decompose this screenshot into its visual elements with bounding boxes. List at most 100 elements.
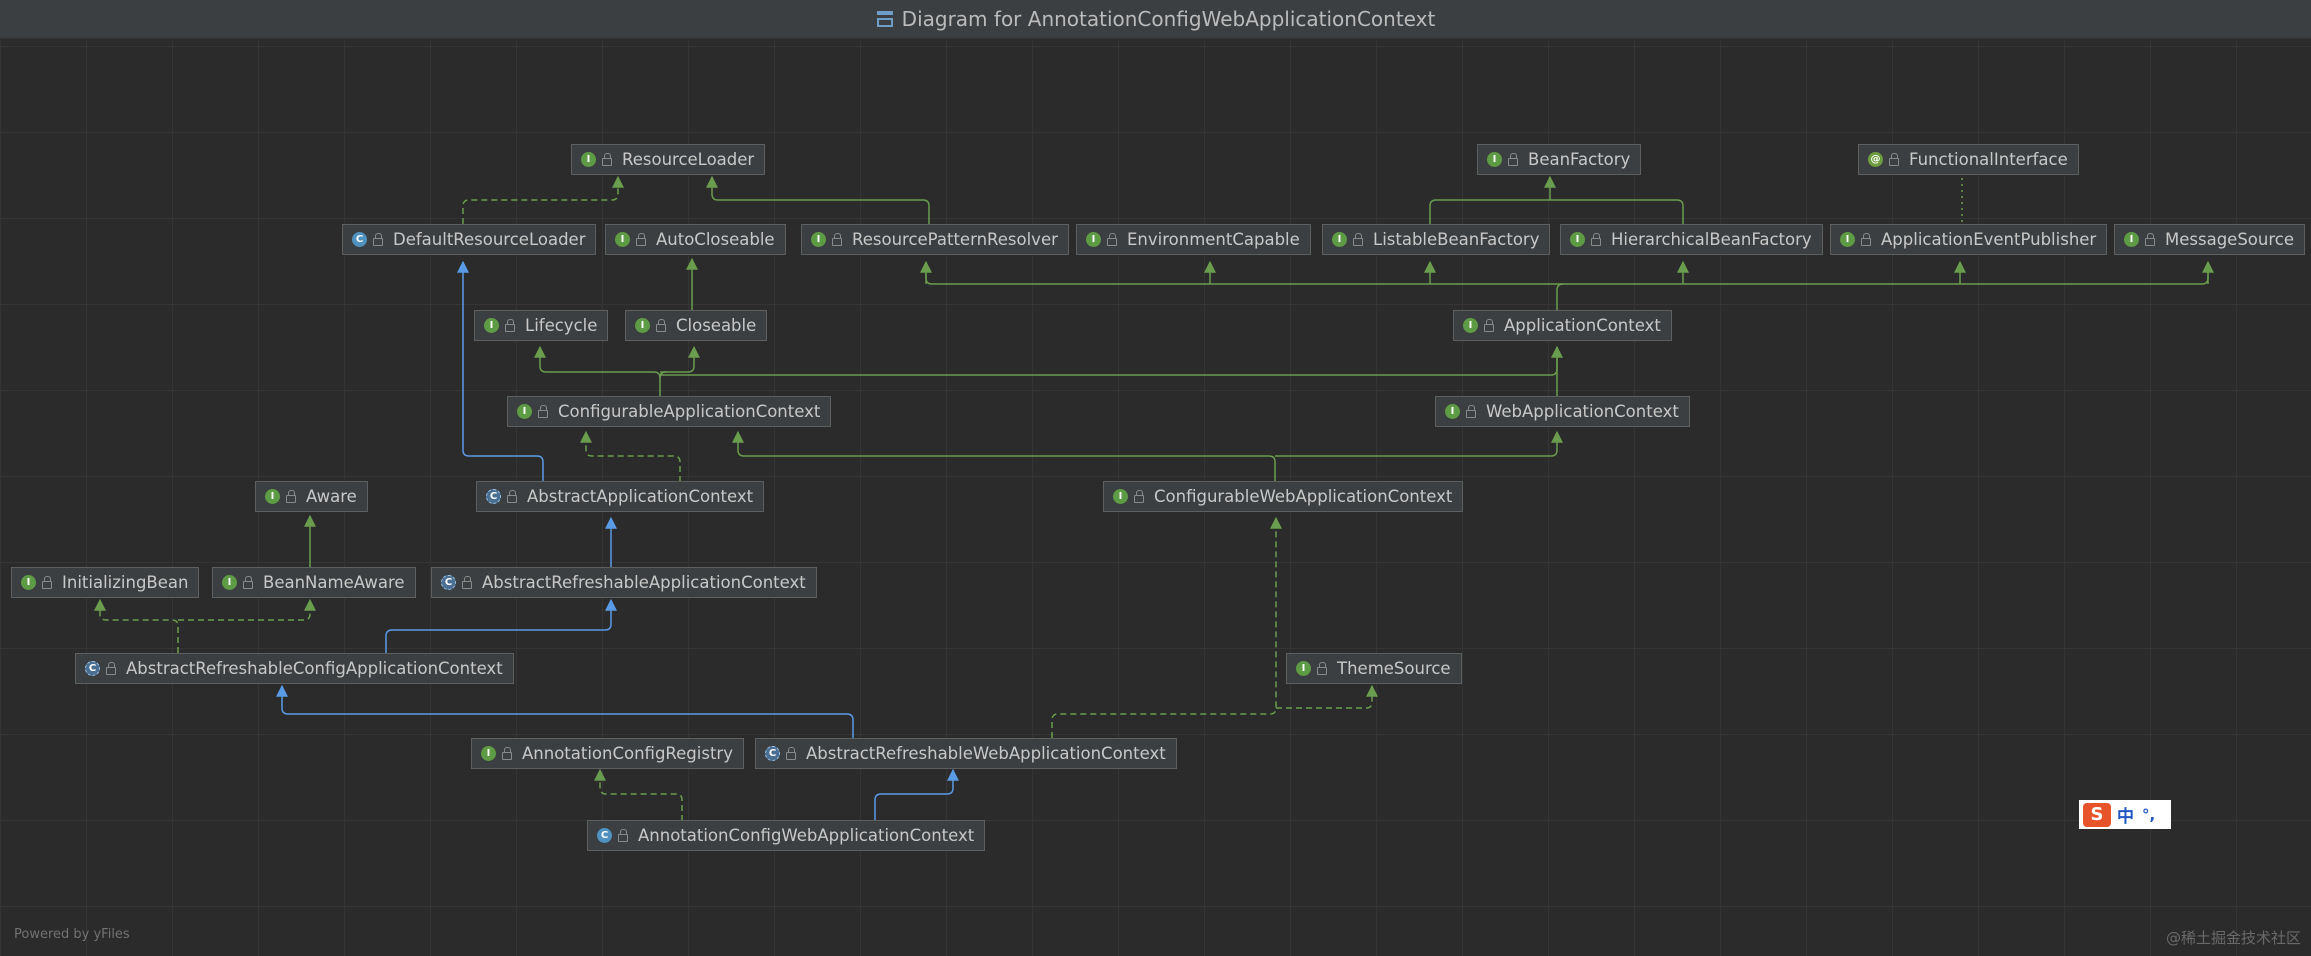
abstract-class-icon: C <box>486 489 501 504</box>
interface-icon: I <box>517 404 532 419</box>
lock-icon <box>462 575 472 589</box>
abstract-class-icon: C <box>765 746 780 761</box>
lock-icon <box>373 232 383 246</box>
node-auto-closeable[interactable]: I AutoCloseable <box>605 224 786 255</box>
node-bean-name-aware[interactable]: I BeanNameAware <box>212 567 416 598</box>
node-label: DefaultResourceLoader <box>393 230 586 249</box>
interface-icon: I <box>484 318 499 333</box>
watermark: @稀土掘金技术社区 <box>2165 929 2301 947</box>
node-label: Lifecycle <box>525 316 598 335</box>
node-bean-factory[interactable]: I BeanFactory <box>1477 144 1642 175</box>
lock-icon <box>1861 232 1871 246</box>
interface-icon: I <box>265 489 280 504</box>
node-environment-capable[interactable]: I EnvironmentCapable <box>1076 224 1311 255</box>
node-label: AbstractRefreshableWebApplicationContext <box>806 744 1166 763</box>
interface-icon: I <box>1445 404 1460 419</box>
lock-icon <box>1508 152 1518 166</box>
node-label: BeanFactory <box>1528 150 1631 169</box>
node-label: EnvironmentCapable <box>1127 230 1300 249</box>
node-configurable-application-context[interactable]: I ConfigurableApplicationContext <box>507 396 832 427</box>
lock-icon <box>1591 232 1601 246</box>
class-icon: C <box>597 828 612 843</box>
node-hierarchical-bean-factory[interactable]: I HierarchicalBeanFactory <box>1560 224 1823 255</box>
node-abstract-refreshable-config-application-context[interactable]: C AbstractRefreshableConfigApplicationCo… <box>75 653 514 684</box>
interface-icon: I <box>1487 152 1502 167</box>
node-listable-bean-factory[interactable]: I ListableBeanFactory <box>1322 224 1551 255</box>
interface-icon: I <box>615 232 630 247</box>
lock-icon <box>538 404 548 418</box>
interface-icon: I <box>581 152 596 167</box>
diagram-title: Diagram for AnnotationConfigWebApplicati… <box>901 7 1436 31</box>
node-application-context[interactable]: I ApplicationContext <box>1453 310 1672 341</box>
lock-icon <box>618 828 628 842</box>
node-abstract-application-context[interactable]: C AbstractApplicationContext <box>476 481 765 512</box>
node-resource-loader[interactable]: I ResourceLoader <box>571 144 766 175</box>
lock-icon <box>656 318 666 332</box>
lock-icon <box>502 746 512 760</box>
node-abstract-refreshable-application-context[interactable]: C AbstractRefreshableApplicationContext <box>431 567 817 598</box>
lock-icon <box>1107 232 1117 246</box>
node-default-resource-loader[interactable]: C DefaultResourceLoader <box>342 224 597 255</box>
node-message-source[interactable]: I MessageSource <box>2114 224 2305 255</box>
class-icon: C <box>352 232 367 247</box>
node-label: AutoCloseable <box>656 230 775 249</box>
lock-icon <box>243 575 253 589</box>
lock-icon <box>286 489 296 503</box>
node-closeable[interactable]: I Closeable <box>625 310 768 341</box>
lock-icon <box>106 661 116 675</box>
lock-icon <box>1889 152 1899 166</box>
ime-punctuation-toggle[interactable]: °, <box>2142 805 2156 824</box>
interface-icon: I <box>1463 318 1478 333</box>
node-label: AnnotationConfigRegistry <box>522 744 733 763</box>
node-functional-interface[interactable]: @ FunctionalInterface <box>1858 144 2079 175</box>
annotation-icon: @ <box>1868 152 1883 167</box>
node-label: HierarchicalBeanFactory <box>1611 230 1812 249</box>
node-label: Aware <box>306 487 357 506</box>
interface-icon: I <box>1570 232 1585 247</box>
lock-icon <box>636 232 646 246</box>
node-label: ResourcePatternResolver <box>852 230 1058 249</box>
node-label: AnnotationConfigWebApplicationContext <box>638 826 975 845</box>
node-application-event-publisher[interactable]: I ApplicationEventPublisher <box>1830 224 2108 255</box>
diagram-icon <box>876 10 894 28</box>
lock-icon <box>507 489 517 503</box>
ime-mode-toggle[interactable]: 中 <box>2117 807 2134 827</box>
diagram-title-bar: Diagram for AnnotationConfigWebApplicati… <box>0 0 2311 39</box>
lock-icon <box>602 152 612 166</box>
node-web-application-context[interactable]: I WebApplicationContext <box>1435 396 1690 427</box>
node-lifecycle[interactable]: I Lifecycle <box>474 310 609 341</box>
node-label: AbstractRefreshableConfigApplicationCont… <box>126 659 503 678</box>
interface-icon: I <box>1332 232 1347 247</box>
node-resource-pattern-resolver[interactable]: I ResourcePatternResolver <box>801 224 1069 255</box>
interface-icon: I <box>1296 661 1311 676</box>
interface-icon: I <box>1086 232 1101 247</box>
node-label: MessageSource <box>2165 230 2294 249</box>
lock-icon <box>1317 661 1327 675</box>
lock-icon <box>1353 232 1363 246</box>
interface-icon: I <box>21 575 36 590</box>
node-label: ResourceLoader <box>622 150 755 169</box>
abstract-class-icon: C <box>441 575 456 590</box>
node-label: AbstractRefreshableApplicationContext <box>482 573 806 592</box>
node-configurable-web-application-context[interactable]: I ConfigurableWebApplicationContext <box>1103 481 1464 512</box>
interface-icon: I <box>1840 232 1855 247</box>
node-annotation-config-registry[interactable]: I AnnotationConfigRegistry <box>471 738 744 769</box>
node-annotation-config-web-application-context[interactable]: C AnnotationConfigWebApplicationContext <box>587 820 986 851</box>
lock-icon <box>1466 404 1476 418</box>
node-label: Closeable <box>676 316 757 335</box>
lock-icon <box>2145 232 2155 246</box>
node-label: ThemeSource <box>1337 659 1451 678</box>
ime-status-widget[interactable]: S 中 °, <box>2079 800 2171 829</box>
node-abstract-refreshable-web-application-context[interactable]: C AbstractRefreshableWebApplicationConte… <box>755 738 1177 769</box>
interface-icon: I <box>481 746 496 761</box>
ime-logo-icon: S <box>2083 802 2111 827</box>
node-theme-source[interactable]: I ThemeSource <box>1286 653 1462 684</box>
interface-icon: I <box>222 575 237 590</box>
interface-icon: I <box>2124 232 2139 247</box>
node-label: WebApplicationContext <box>1486 402 1679 421</box>
node-initializing-bean[interactable]: I InitializingBean <box>11 567 200 598</box>
lock-icon <box>1134 489 1144 503</box>
lock-icon <box>832 232 842 246</box>
node-aware[interactable]: I Aware <box>255 481 368 512</box>
node-label: ConfigurableApplicationContext <box>558 402 821 421</box>
